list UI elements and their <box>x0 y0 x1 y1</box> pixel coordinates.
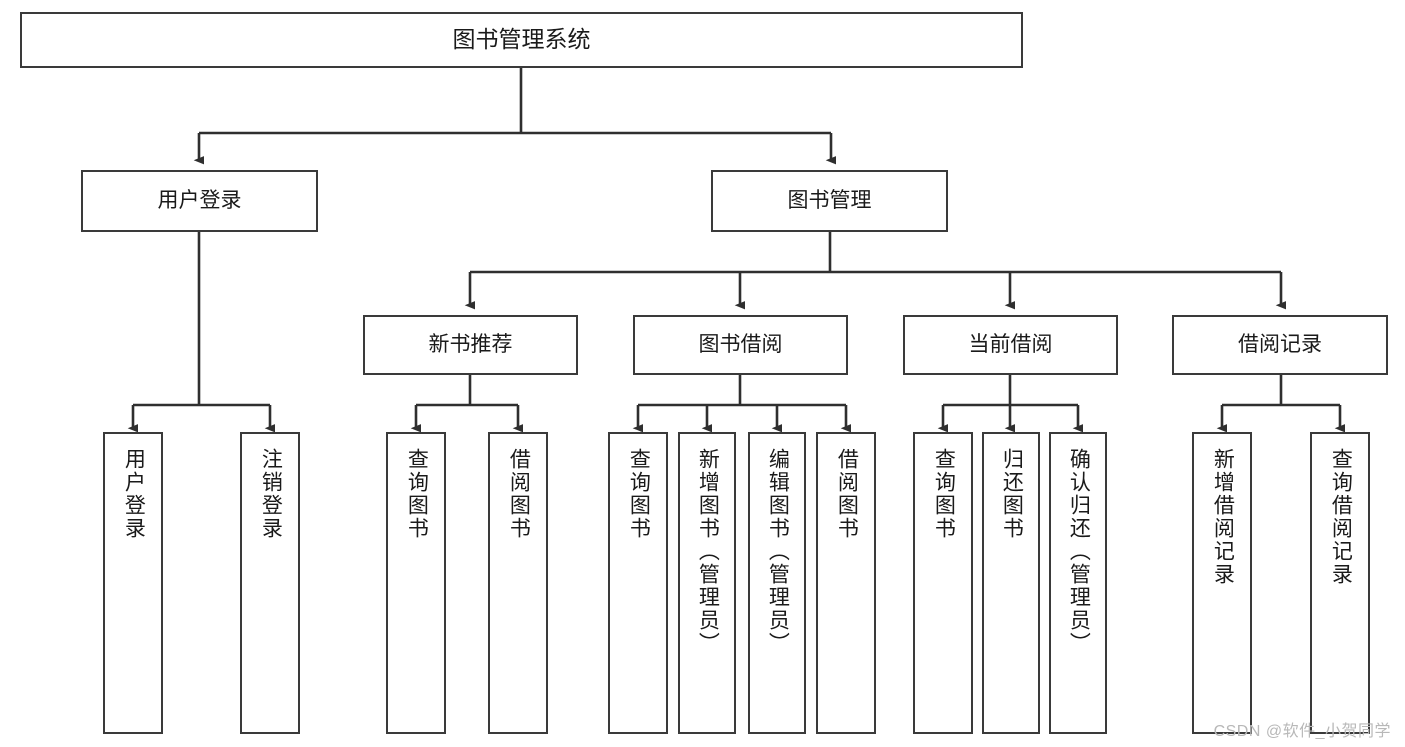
node-label: 图书借阅 <box>698 332 783 356</box>
node-current-borrow[interactable]: 当前借阅 <box>903 315 1118 375</box>
node-new-book-recommend[interactable]: 新书推荐 <box>363 315 578 375</box>
leaf-user-login-login[interactable]: 用户登录 <box>103 432 163 734</box>
node-label: 查询图书 <box>932 448 956 540</box>
node-book-management[interactable]: 图书管理 <box>711 170 948 232</box>
leaf-record-add-record[interactable]: 新增借阅记录 <box>1192 432 1252 734</box>
node-label: 图书管理 <box>787 188 872 212</box>
node-label: 借阅记录 <box>1238 332 1322 356</box>
node-label: 编辑图书（管理员） <box>766 448 790 655</box>
node-label: 图书管理系统 <box>452 26 591 53</box>
node-label: 新增图书（管理员） <box>696 448 720 655</box>
node-label: 查询借阅记录 <box>1329 448 1353 586</box>
node-label: 用户登录 <box>122 448 146 540</box>
watermark: CSDN @软件_小贺同学 <box>1213 723 1391 740</box>
node-label: 借阅图书 <box>507 448 531 540</box>
node-label: 新书推荐 <box>428 332 513 356</box>
leaf-borrow-query-book[interactable]: 查询图书 <box>608 432 668 734</box>
leaf-borrow-edit-book-admin[interactable]: 编辑图书（管理员） <box>748 432 806 734</box>
leaf-current-return-book[interactable]: 归还图书 <box>982 432 1040 734</box>
node-label: 归还图书 <box>1000 448 1024 540</box>
leaf-record-query-record[interactable]: 查询借阅记录 <box>1310 432 1370 734</box>
node-label: 当前借阅 <box>968 332 1053 356</box>
leaf-borrow-add-book-admin[interactable]: 新增图书（管理员） <box>678 432 736 734</box>
node-label: 借阅图书 <box>835 448 859 540</box>
node-label: 查询图书 <box>627 448 651 540</box>
node-label: 用户登录 <box>157 188 242 212</box>
node-root-system[interactable]: 图书管理系统 <box>20 12 1023 68</box>
node-book-borrow[interactable]: 图书借阅 <box>633 315 848 375</box>
leaf-recommend-query-book[interactable]: 查询图书 <box>386 432 446 734</box>
node-label: 新增借阅记录 <box>1211 448 1235 586</box>
leaf-borrow-borrow-book[interactable]: 借阅图书 <box>816 432 876 734</box>
node-label: 注销登录 <box>259 448 283 540</box>
leaf-current-query-book[interactable]: 查询图书 <box>913 432 973 734</box>
node-borrow-record[interactable]: 借阅记录 <box>1172 315 1388 375</box>
leaf-recommend-borrow-book[interactable]: 借阅图书 <box>488 432 548 734</box>
node-label: 查询图书 <box>405 448 429 540</box>
leaf-user-login-logout[interactable]: 注销登录 <box>240 432 300 734</box>
leaf-current-confirm-return-admin[interactable]: 确认归还（管理员） <box>1049 432 1107 734</box>
node-label: 确认归还（管理员） <box>1067 448 1091 655</box>
node-user-login[interactable]: 用户登录 <box>81 170 318 232</box>
